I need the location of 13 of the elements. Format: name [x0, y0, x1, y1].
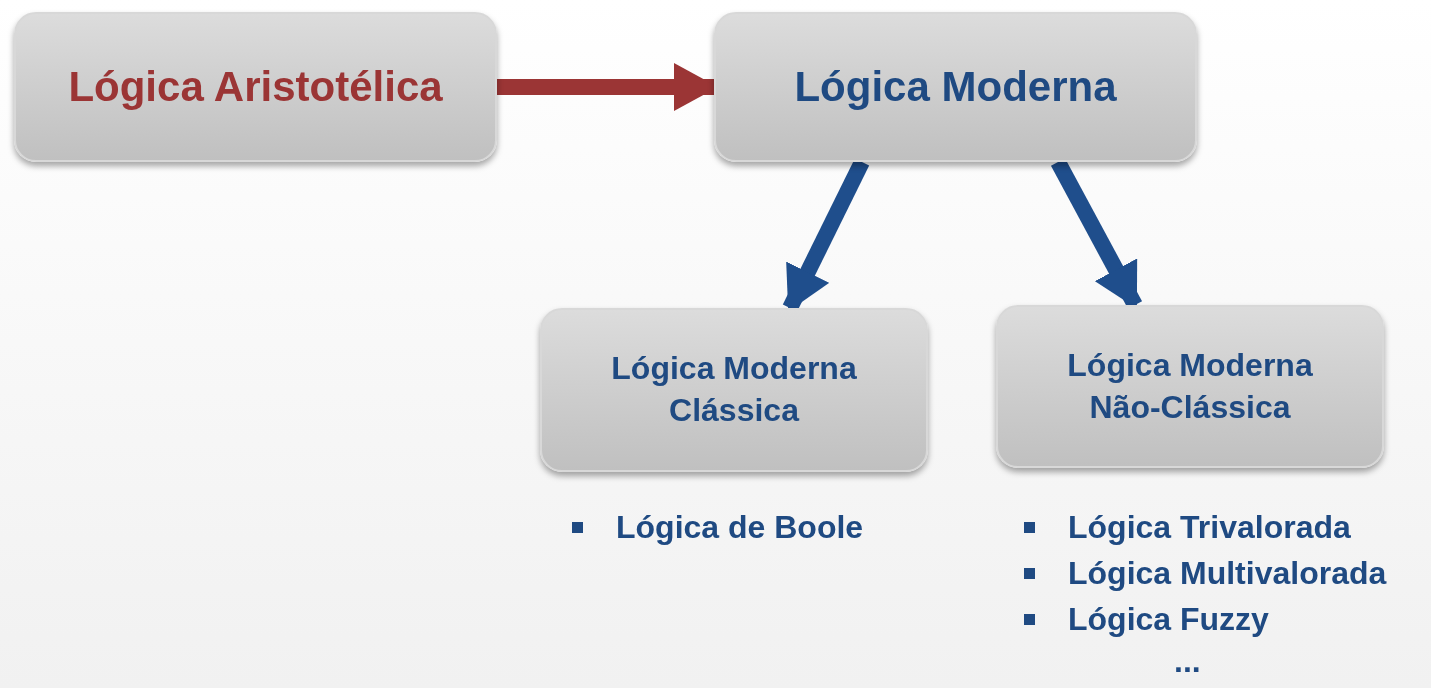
- list-item: Lógica Trivalorada: [1068, 508, 1351, 547]
- list-item: Lógica Fuzzy: [1068, 600, 1269, 639]
- process-box: [714, 12, 1197, 162]
- node-label: Lógica Moderna: [793, 61, 1118, 112]
- process-box: [996, 305, 1384, 468]
- list-item: Lógica de Boole: [616, 508, 864, 547]
- node-label: Lógica Moderna Não-Clássica: [1066, 345, 1314, 427]
- node-label: Lógica Aristotélica: [67, 61, 444, 112]
- list-item: Lógica Multivalorada: [1068, 554, 1387, 593]
- list-item: ...: [1174, 642, 1201, 681]
- node-label: Lógica Moderna Clássica: [610, 349, 858, 430]
- process-box: [540, 308, 928, 472]
- process-box: [14, 12, 497, 162]
